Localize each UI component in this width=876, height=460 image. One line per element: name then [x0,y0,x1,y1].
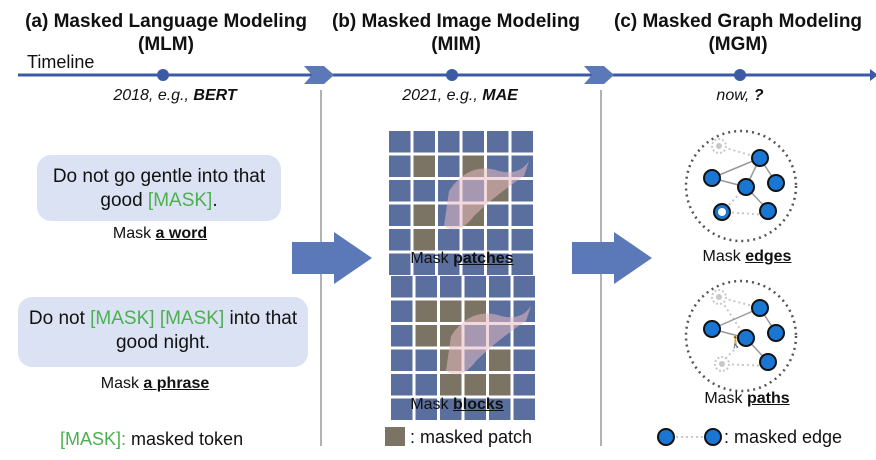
image-patch [389,204,411,226]
image-patch [464,276,486,298]
image-patch [415,349,437,371]
legend-masked-edge: : masked edge [724,427,843,447]
timeline-chevron-1 [304,66,334,84]
image-patch [462,229,484,251]
title-mlm: (a) Masked Language Modeling(MLM) [25,11,307,55]
graph-masked-paths: 🚶 [684,279,798,393]
image-patch [511,253,533,275]
legend-masked-patch: : masked patch [410,427,533,447]
patch-grid-masked-patches [389,131,533,275]
image-patch [440,398,462,420]
image-patch [513,349,535,371]
image-patch [511,131,533,153]
image-patch [513,325,535,347]
masked-patch [415,300,437,322]
masked-patch [413,229,435,251]
timeline-chevron-2 [584,66,614,84]
image-patch [391,300,413,322]
masked-patch [489,349,511,371]
masked-patch [489,374,511,396]
image-patch [391,398,413,420]
image-patch [489,276,511,298]
big-arrow-1 [292,232,372,284]
bird-image-fragment [446,306,531,375]
caption-mask-patches: Mask patches [410,250,514,267]
image-patch [415,276,437,298]
image-patch [438,155,460,177]
timeline-dot-mim [446,69,458,81]
sentence-bubble-phrase: Do not [MASK] [MASK] into that good nigh… [18,297,308,367]
image-patch [513,276,535,298]
image-patch [413,253,435,275]
image-patch [487,229,509,251]
masked-patch [415,325,437,347]
sentence-bubble-word: Do not go gentle into that good [MASK]. [37,155,281,221]
walker-icon: 🚶 [729,336,743,349]
masked-patch [440,300,462,322]
caption-mask-paths: Mask paths [704,390,790,407]
image-patch [389,155,411,177]
image-patch [487,253,509,275]
image-patch [389,180,411,202]
legend-masked-token: [MASK]: masked token [60,429,244,449]
image-patch [391,349,413,371]
image-patch [438,253,460,275]
timeline-arrowhead [870,69,876,81]
image-patch [391,374,413,396]
image-patch [462,253,484,275]
graph-masked-edges [684,129,798,243]
title-mgm: (c) Masked Graph Modeling(MGM) [613,11,863,55]
image-patch [391,276,413,298]
era-mgm: now, ? [716,87,764,104]
caption-mask-word: Mask a word [112,225,208,242]
masked-edge-icon [657,428,722,446]
masked-patch [440,374,462,396]
image-patch [513,398,535,420]
caption-mask-blocks: Mask blocks [410,396,504,413]
image-patch [389,131,411,153]
masked-patch [413,204,435,226]
image-patch [511,204,533,226]
masked-patch-swatch [385,427,405,446]
image-patch [415,398,437,420]
image-patch [487,131,509,153]
image-patch [489,398,511,420]
era-mim: 2021, e.g., MAE [402,87,518,104]
bird-image-fragment [444,161,529,230]
image-patch [415,374,437,396]
image-patch [391,325,413,347]
caption-mask-edges: Mask edges [702,248,792,265]
image-patch [511,180,533,202]
image-patch [462,131,484,153]
big-arrow-2 [572,232,652,284]
image-patch [440,276,462,298]
masked-patch [464,374,486,396]
title-mim: (b) Masked Image Modeling(MIM) [331,11,581,55]
image-patch [487,204,509,226]
patch-grid-masked-blocks [391,276,535,420]
image-patch [413,180,435,202]
image-patch [438,229,460,251]
image-patch [438,131,460,153]
timeline-label: Timeline [27,52,95,72]
caption-mask-phrase: Mask a phrase [100,375,210,392]
image-patch [511,229,533,251]
masked-patch [413,155,435,177]
image-patch [464,398,486,420]
image-patch [413,131,435,153]
image-patch [513,374,535,396]
image-patch [389,229,411,251]
era-mlm: 2018, e.g., BERT [113,87,237,104]
timeline-dot-mlm [157,69,169,81]
timeline-dot-mgm [734,69,746,81]
image-patch [389,253,411,275]
